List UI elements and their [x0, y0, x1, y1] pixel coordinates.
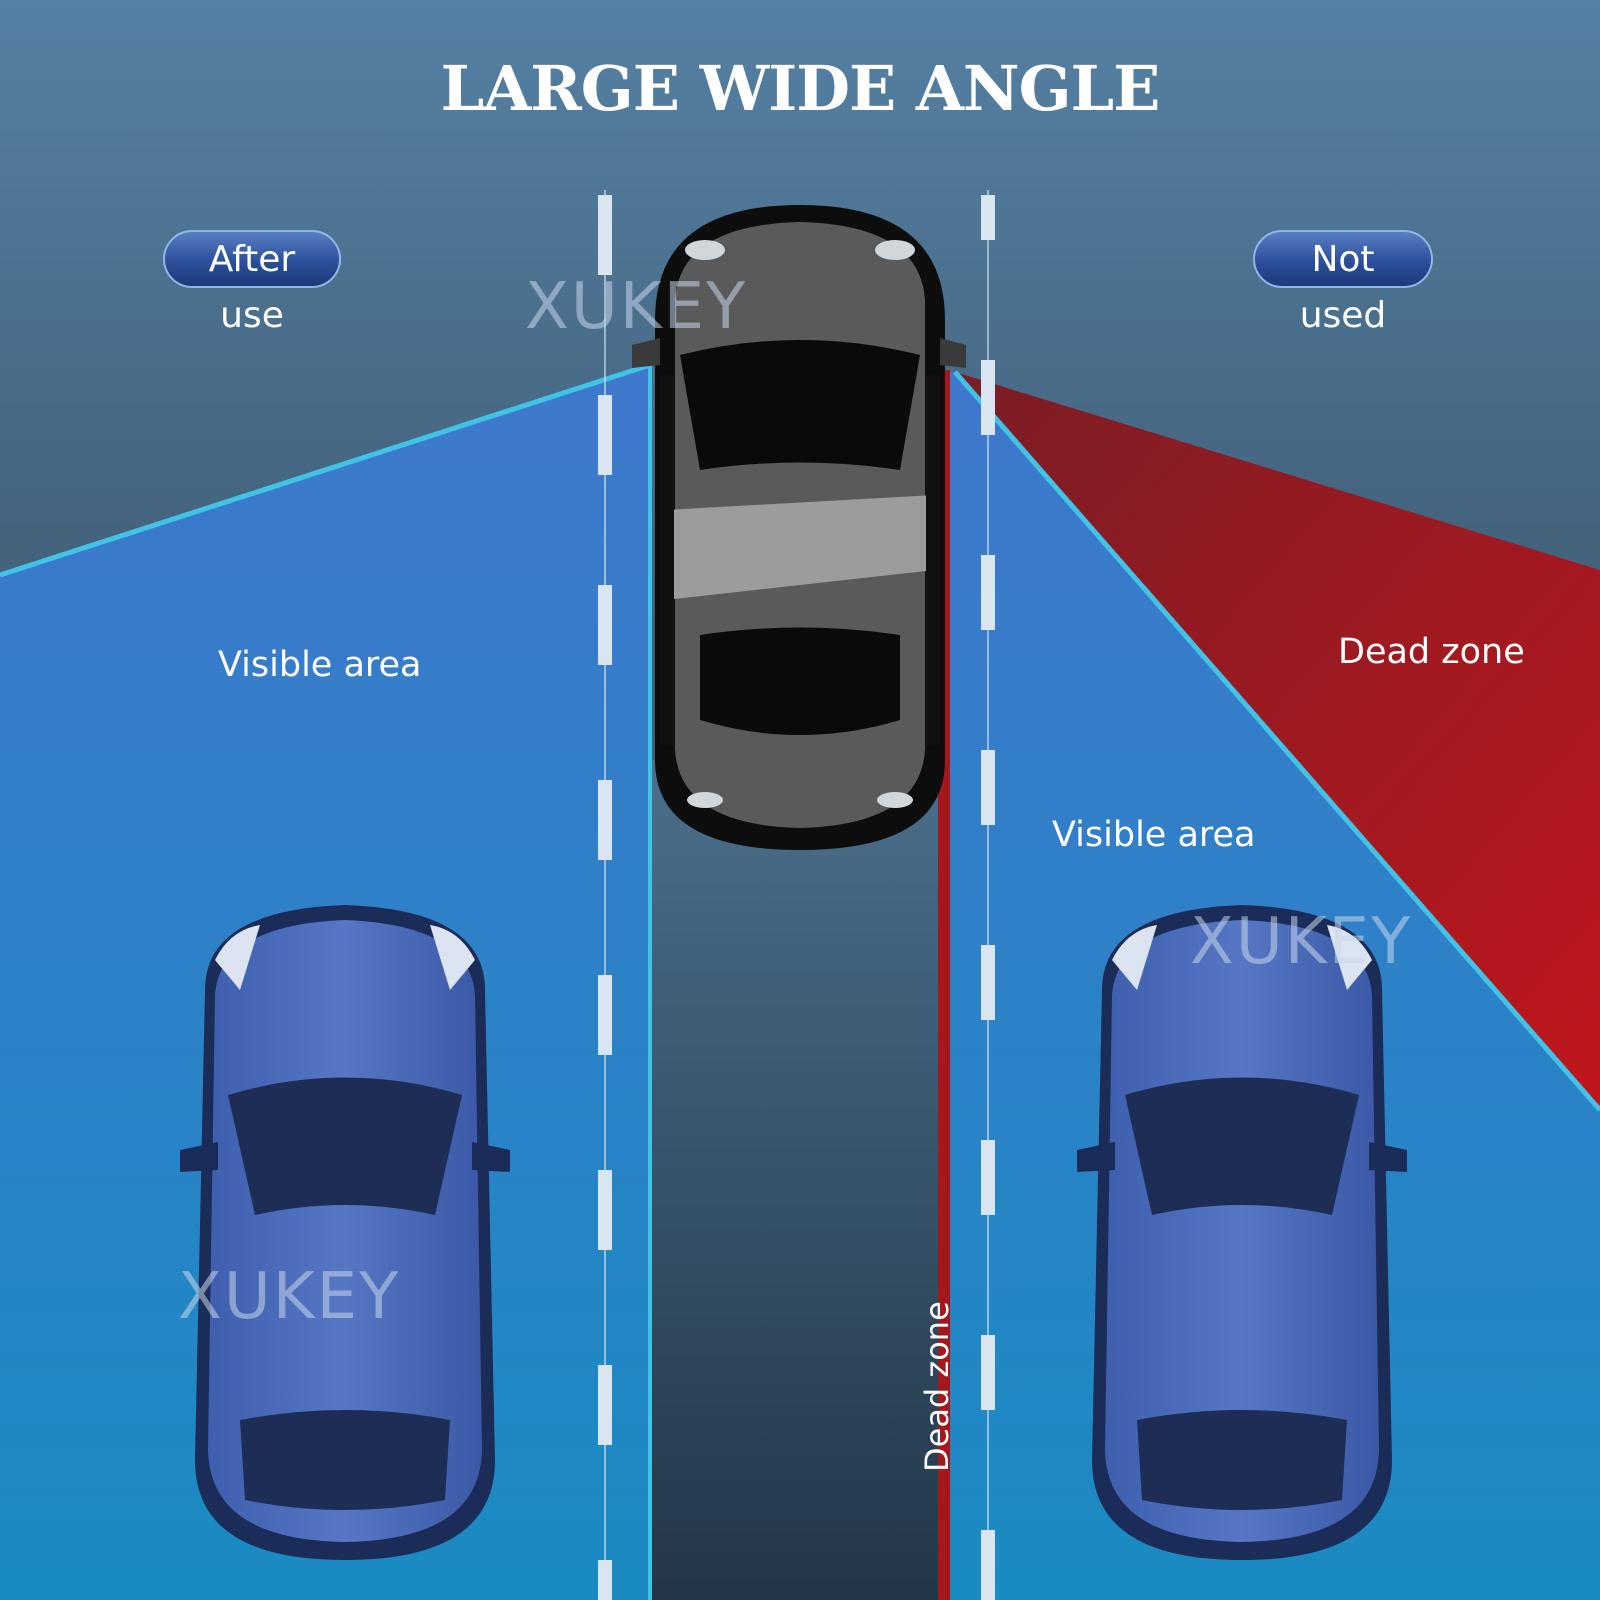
watermark-top: XUKEY [525, 270, 748, 344]
visible-area-left-label: Visible area [218, 645, 422, 685]
left-blue-car [180, 905, 510, 1560]
page-title: LARGE WIDE ANGLE [440, 52, 1161, 125]
not-used-badge: Not used [1253, 230, 1433, 336]
watermark-left: XUKEY [178, 1260, 401, 1334]
center-lane [650, 760, 940, 1600]
visible-area-right-label: Visible area [1052, 815, 1256, 855]
watermark-right: XUKEY [1190, 905, 1413, 979]
right-view-edge [953, 370, 1600, 1112]
right-blue-car [1077, 905, 1407, 1560]
after-use-badge: After use [163, 230, 341, 336]
dead-zone-right-label: Dead zone [1338, 632, 1525, 672]
dead-zone-vertical-label: Dead zone [918, 1301, 956, 1472]
ego-car [632, 205, 966, 850]
left-view-edge [0, 362, 651, 578]
